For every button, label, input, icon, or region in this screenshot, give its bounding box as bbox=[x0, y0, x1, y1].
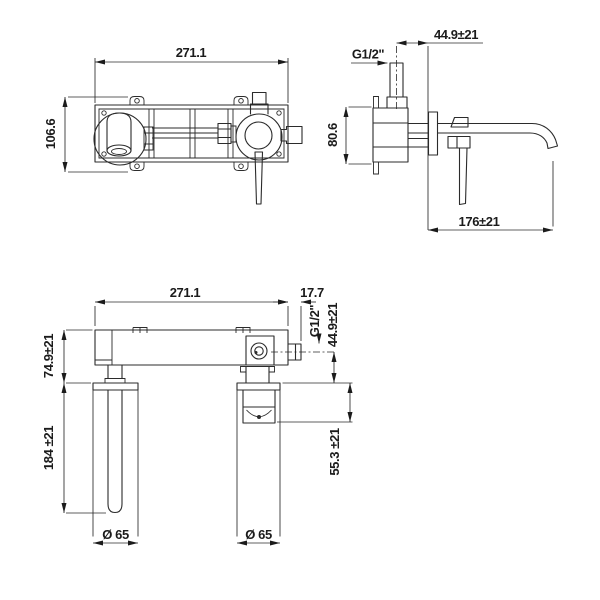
plan-width-label: 271.1 bbox=[170, 285, 201, 300]
front-dimensions: 271.1 106.6 bbox=[43, 45, 289, 173]
plan-inwall-body bbox=[94, 327, 336, 366]
side-thread-label: G1/2" bbox=[352, 47, 385, 62]
front-spout-body bbox=[93, 112, 154, 166]
front-height-label: 106.6 bbox=[43, 119, 58, 150]
plan-wall-depth-label: 74.9±21 bbox=[41, 334, 56, 378]
side-offset-label: 44.9±21 bbox=[434, 27, 478, 42]
plan-axis-offset-label: 44.9±21 bbox=[325, 303, 340, 347]
front-view: 271.1 106.6 bbox=[43, 45, 303, 205]
front-width-label: 271.1 bbox=[176, 45, 207, 60]
side-inwall-body bbox=[372, 96, 429, 175]
front-mounting-bracket bbox=[94, 96, 289, 171]
plan-handle-column bbox=[236, 365, 281, 537]
plan-dimensions: 271.1 17.7 G1/2" 44.9±21 55.3 ±21 74.9±2… bbox=[41, 285, 353, 546]
plan-spout-length-label: 184 ±21 bbox=[41, 426, 56, 470]
plan-thread-label: G1/2" bbox=[307, 305, 322, 338]
plan-port-length-label: 17.7 bbox=[300, 285, 324, 300]
side-body-height-label: 80.6 bbox=[325, 123, 340, 147]
plan-spout-column bbox=[92, 364, 139, 537]
side-handle bbox=[447, 116, 471, 206]
front-mixer-valve bbox=[217, 91, 303, 205]
plan-handle-depth-label: 55.3 ±21 bbox=[327, 428, 342, 475]
side-spout bbox=[436, 122, 559, 150]
side-dimensions: 44.9±21 G1/2" 80.6 176±21 bbox=[325, 27, 554, 233]
side-wall-plate bbox=[427, 111, 439, 156]
plan-spout-plate-dia-label: Ø 65 bbox=[102, 527, 129, 542]
side-inlet-pipe bbox=[386, 46, 408, 110]
plan-view: 271.1 17.7 G1/2" 44.9±21 55.3 ±21 74.9±2… bbox=[41, 285, 353, 546]
plan-handle-plate-dia-label: Ø 65 bbox=[245, 527, 272, 542]
side-view: 44.9±21 G1/2" 80.6 176±21 bbox=[325, 27, 559, 233]
side-reach-label: 176±21 bbox=[459, 214, 500, 229]
